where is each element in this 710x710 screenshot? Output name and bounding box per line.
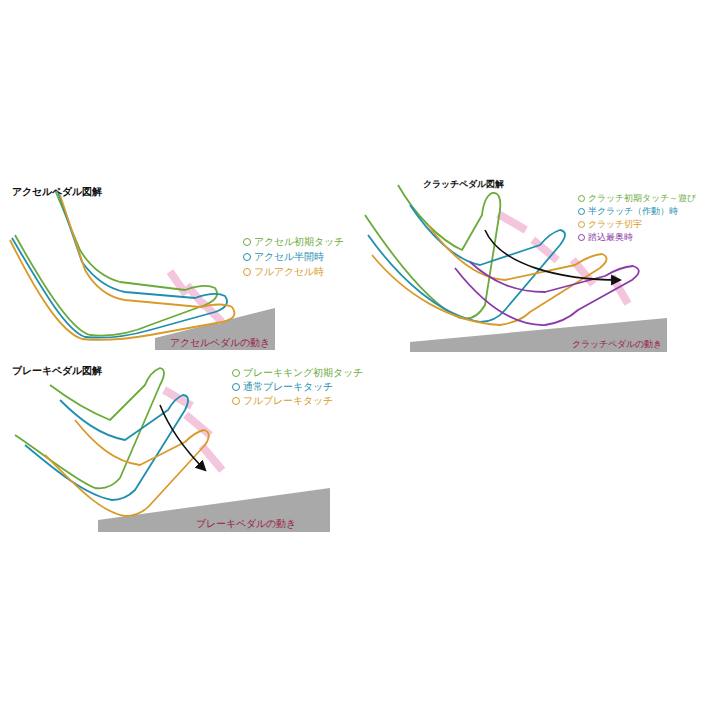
- pedal-motion-label: クラッチペダルの動き: [572, 339, 662, 349]
- legend-swatch: [243, 238, 251, 246]
- legend-swatch: [232, 369, 240, 377]
- legend-row: 半クラッチ（作動）時: [578, 206, 678, 217]
- pedal-motion-label: ブレーキペダルの動き: [196, 518, 296, 529]
- panel-title: ブレーキペダル図解: [12, 365, 102, 377]
- legend-row: 踏込最奥時: [578, 232, 633, 243]
- legend-row: フルアクセル時: [243, 266, 324, 278]
- legend-row: 通常ブレーキタッチ: [232, 381, 333, 393]
- pedal-ramp: [410, 318, 667, 352]
- legend-row: フルブレーキタッチ: [232, 395, 333, 407]
- legend-row: ブレーキキング初期タッチ: [232, 367, 363, 379]
- legend-text: クラッチ初期タッチ～遊び: [588, 193, 696, 204]
- legend-swatch: [243, 268, 251, 276]
- legend-text: 通常ブレーキタッチ: [243, 381, 333, 393]
- legend-text: アクセル半開時: [254, 251, 324, 263]
- legend-text: フルアクセル時: [254, 266, 324, 278]
- legend-row: クラッチ切宇: [578, 219, 642, 230]
- legend-swatch: [578, 208, 585, 215]
- pedal-motion-label: アクセルペダルの動き: [170, 337, 270, 348]
- legend-swatch: [578, 234, 585, 241]
- legend-text: 半クラッチ（作動）時: [588, 206, 678, 217]
- legend-swatch: [578, 195, 585, 202]
- legend-row: クラッチ初期タッチ～遊び: [578, 193, 696, 204]
- legend-row: アクセル初期タッチ: [243, 236, 344, 248]
- legend-text: 踏込最奥時: [588, 232, 633, 243]
- legend-text: クラッチ切宇: [588, 219, 642, 230]
- legend-swatch: [578, 221, 585, 228]
- motion-arrow: [160, 405, 205, 470]
- legend-row: アクセル半開時: [243, 251, 324, 263]
- pedal-ramp: [98, 488, 330, 532]
- legend-text: アクセル初期タッチ: [254, 236, 344, 248]
- legend-swatch: [232, 383, 240, 391]
- legend-swatch: [232, 397, 240, 405]
- foot-outlines: [15, 368, 209, 516]
- panel-title: アクセルペダル図解: [12, 186, 102, 198]
- foot-outlines: [10, 190, 234, 340]
- legend-text: ブレーキキング初期タッチ: [243, 367, 363, 379]
- legend-text: フルブレーキタッチ: [243, 395, 333, 407]
- panel-title: クラッチペダル図解: [423, 179, 504, 190]
- legend-swatch: [243, 253, 251, 261]
